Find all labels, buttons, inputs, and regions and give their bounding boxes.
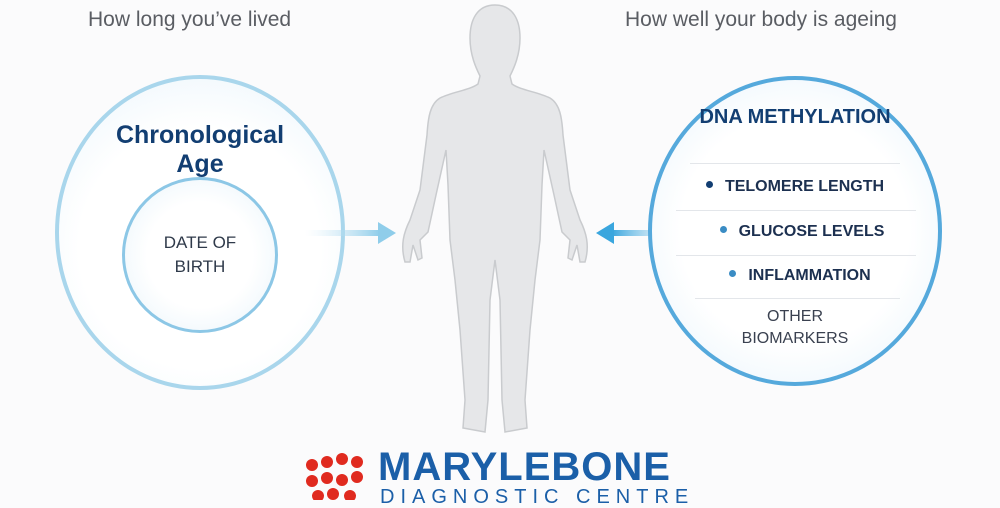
biomarker-label: INFLAMMATION [748, 267, 871, 284]
biomarker-item-telomere-length: TELOMERE LENGTH [660, 177, 930, 197]
bullet-icon [719, 226, 727, 234]
logo-mark [306, 453, 363, 500]
bullet-icon [705, 181, 713, 189]
biomarker-label: TELOMERE LENGTH [724, 178, 885, 195]
left-arrow [305, 222, 396, 244]
logo-tagline: DIAGNOSTIC CENTRE [380, 486, 695, 508]
biological-age-circle [648, 76, 942, 386]
date-of-birth-circle [122, 177, 278, 333]
divider [695, 298, 900, 299]
bullet-icon [729, 270, 737, 278]
left-subtitle: How long you’ve lived [88, 8, 292, 31]
chronological-age-title: Chronological Age [115, 121, 285, 178]
date-of-birth-label: DATE OF BIRTH [163, 233, 237, 276]
biomarker-item-inflammation: INFLAMMATION [660, 266, 930, 286]
logo-name: MARYLEBONE [378, 445, 671, 489]
biomarker-item-glucose-levels: GLUCOSE LEVELS [660, 222, 930, 242]
divider [676, 255, 916, 256]
other-biomarkers-label: OTHER BIOMARKERS [741, 308, 849, 347]
right-subtitle: How well your body is ageing [625, 8, 897, 31]
biomarker-label: GLUCOSE LEVELS [738, 223, 885, 240]
divider [690, 163, 900, 164]
dna-methylation-title: DNA METHYLATION [699, 106, 891, 128]
human-silhouette [402, 4, 588, 433]
divider [676, 210, 916, 211]
